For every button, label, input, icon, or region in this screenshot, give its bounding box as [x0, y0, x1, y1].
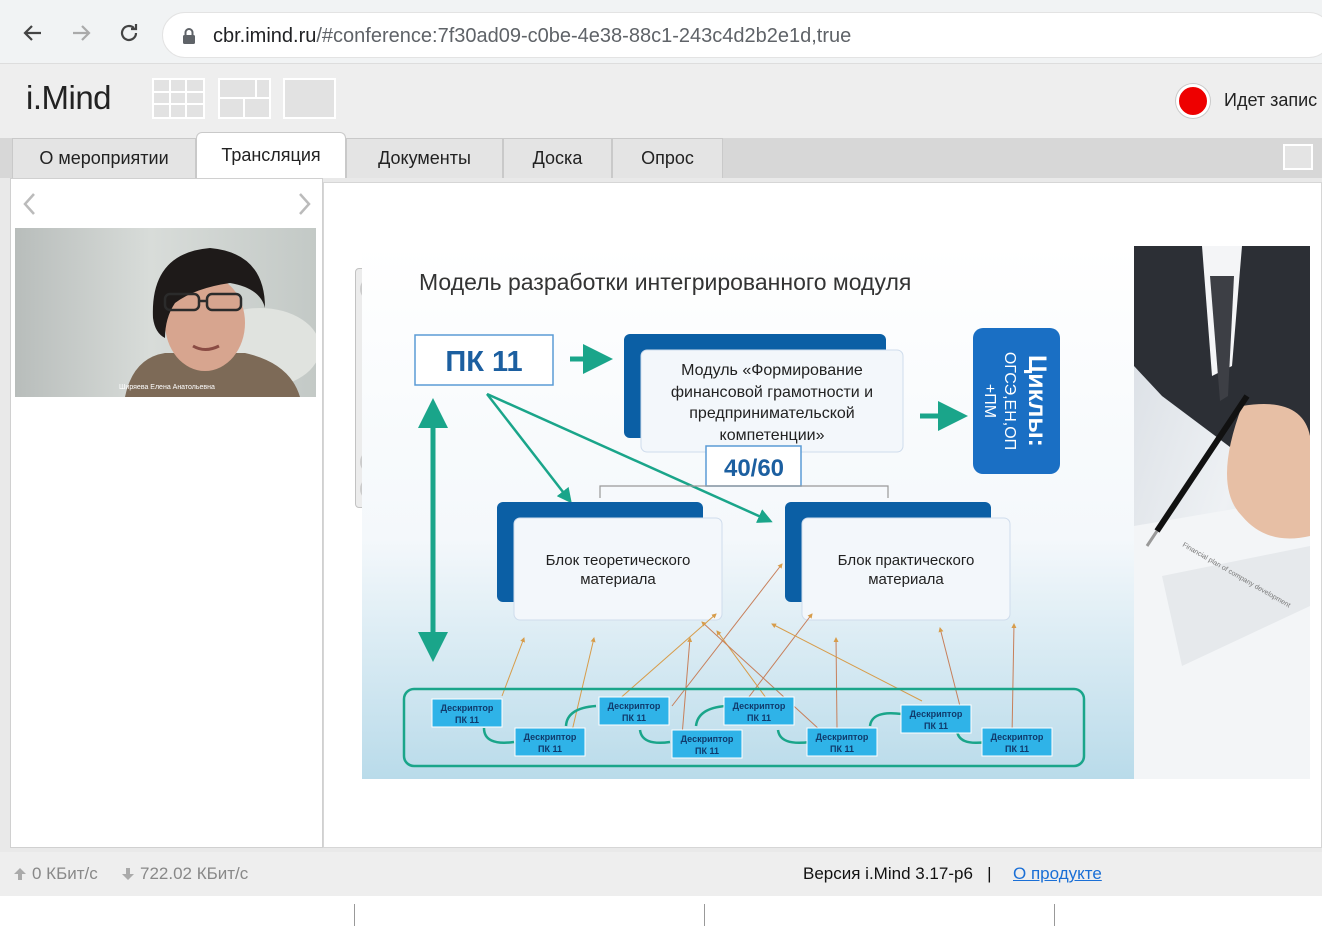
tab-about-event[interactable]: О мероприятии: [12, 138, 196, 178]
descriptor-boxes: Дескриптор ПК 11 Дескриптор ПК 11 Дескрипт…: [431, 696, 1053, 759]
tab-documents[interactable]: Документы: [346, 138, 503, 178]
svg-text:предпринимательской: предпринимательской: [689, 405, 854, 422]
svg-text:Дескриптор: Дескриптор: [524, 732, 577, 742]
svg-text:ПК 11: ПК 11: [1005, 744, 1029, 754]
svg-text:ПК 11: ПК 11: [695, 746, 719, 756]
bottom-strip: [0, 896, 1322, 926]
svg-text:Блок теоретического: Блок теоретического: [546, 552, 691, 569]
tab-broadcast[interactable]: Трансляция: [196, 132, 346, 178]
svg-text:ПК 11: ПК 11: [830, 744, 854, 754]
tab-bar: О мероприятии Трансляция Документы Доска…: [0, 132, 1322, 178]
svg-text:ПК 11: ПК 11: [924, 721, 948, 731]
svg-text:Дескриптор: Дескриптор: [816, 732, 869, 742]
forward-button[interactable]: [66, 18, 96, 48]
practice-block-text: Блок практического материала: [838, 552, 975, 588]
participants-panel: Ширяева Елена Анатольевна: [10, 178, 323, 848]
split-layout-icon: [220, 80, 269, 117]
speaker-video[interactable]: Ширяева Елена Анатольевна: [15, 228, 316, 397]
svg-text:ПК 11: ПК 11: [747, 713, 771, 723]
app-header: i.Mind Идет запис: [0, 64, 1322, 138]
about-product-link[interactable]: О продукте: [1013, 864, 1102, 883]
svg-text:финансовой грамотности и: финансовой грамотности и: [671, 384, 873, 401]
svg-text:ПК 11: ПК 11: [455, 715, 479, 725]
reload-icon: [120, 24, 138, 42]
download-speed: 722.02 КБит/с: [122, 864, 248, 884]
tab-poll[interactable]: Опрос: [612, 138, 723, 178]
status-footer: 0 КБит/с 722.02 КБит/с Версия i.Mind 3.1…: [0, 852, 1322, 896]
svg-text:Дескриптор: Дескриптор: [733, 701, 786, 711]
svg-text:ПК 11: ПК 11: [622, 713, 646, 723]
business-photo: Financial plan of company development: [1134, 246, 1310, 779]
cycles-box: [973, 328, 1060, 474]
speaker-name-caption: Ширяева Елена Анатольевна: [119, 384, 215, 391]
descriptors-container: [402, 687, 1086, 768]
svg-text:ПК 11: ПК 11: [538, 744, 562, 754]
svg-text:+ПМ: +ПМ: [981, 384, 998, 418]
version-info: Версия i.Mind 3.17-p6 |: [803, 864, 992, 883]
download-arrow-icon: [122, 868, 134, 880]
layout-split-button[interactable]: [218, 78, 271, 119]
arrow-left-icon: [23, 25, 41, 41]
svg-text:компетенции»: компетенции»: [720, 427, 825, 444]
app-logo: i.Mind: [26, 79, 112, 116]
browser-toolbar: cbr.imind.ru/#conference:7f30ad09-c0be-4…: [0, 0, 1322, 64]
reload-button[interactable]: [114, 18, 144, 48]
url-text: cbr.imind.ru/#conference:7f30ad09-c0be-4…: [213, 25, 852, 47]
grid-layout-icon: [154, 80, 203, 117]
svg-text:Блок практического: Блок практического: [838, 552, 975, 569]
chevron-left-icon[interactable]: [19, 191, 41, 217]
ratio-label: 40/60: [724, 455, 784, 482]
svg-text:Дескриптор: Дескриптор: [608, 701, 661, 711]
fullscreen-button[interactable]: [1283, 144, 1313, 170]
svg-text:Дескриптор: Дескриптор: [991, 732, 1044, 742]
chevron-right-icon[interactable]: [293, 191, 315, 217]
upload-arrow-icon: [14, 868, 26, 880]
presentation-slide: Financial plan of company development Мо…: [362, 246, 1310, 779]
upload-speed: 0 КБит/с: [14, 864, 98, 884]
module-box-text: Модуль «Формирование финансовой грамотно…: [671, 362, 873, 444]
pk11-label: ПК 11: [445, 346, 522, 378]
lock-icon: [183, 28, 195, 44]
svg-text:Дескриптор: Дескриптор: [681, 734, 734, 744]
slide-diagram: Financial plan of company development Мо…: [362, 246, 1310, 779]
speaker-video-frame: [15, 228, 316, 397]
back-button[interactable]: [18, 18, 48, 48]
svg-text:материала: материала: [868, 571, 944, 588]
recording-indicator-icon: [1176, 84, 1210, 118]
svg-text:Модуль «Формирование: Модуль «Формирование: [681, 362, 863, 379]
svg-text:материала: материала: [580, 571, 656, 588]
svg-text:ОГСЭ,ЕН,ОП: ОГСЭ,ЕН,ОП: [1001, 352, 1018, 450]
slide-title: Модель разработки интегрированного модул…: [419, 269, 911, 295]
pk11-box: [414, 334, 554, 386]
theory-block-text: Блок теоретического материала: [546, 552, 691, 588]
address-bar[interactable]: cbr.imind.ru/#conference:7f30ad09-c0be-4…: [162, 12, 1322, 58]
arrow-right-icon: [73, 25, 91, 41]
svg-text:Дескриптор: Дескриптор: [441, 703, 494, 713]
layout-grid-button[interactable]: [152, 78, 205, 119]
svg-text:Дескриптор: Дескриптор: [910, 709, 963, 719]
layout-single-button[interactable]: [283, 78, 336, 119]
recording-status: Идет запис: [1224, 90, 1318, 110]
tab-board[interactable]: Доска: [503, 138, 612, 178]
svg-text:Циклы:: Циклы:: [1023, 355, 1051, 447]
